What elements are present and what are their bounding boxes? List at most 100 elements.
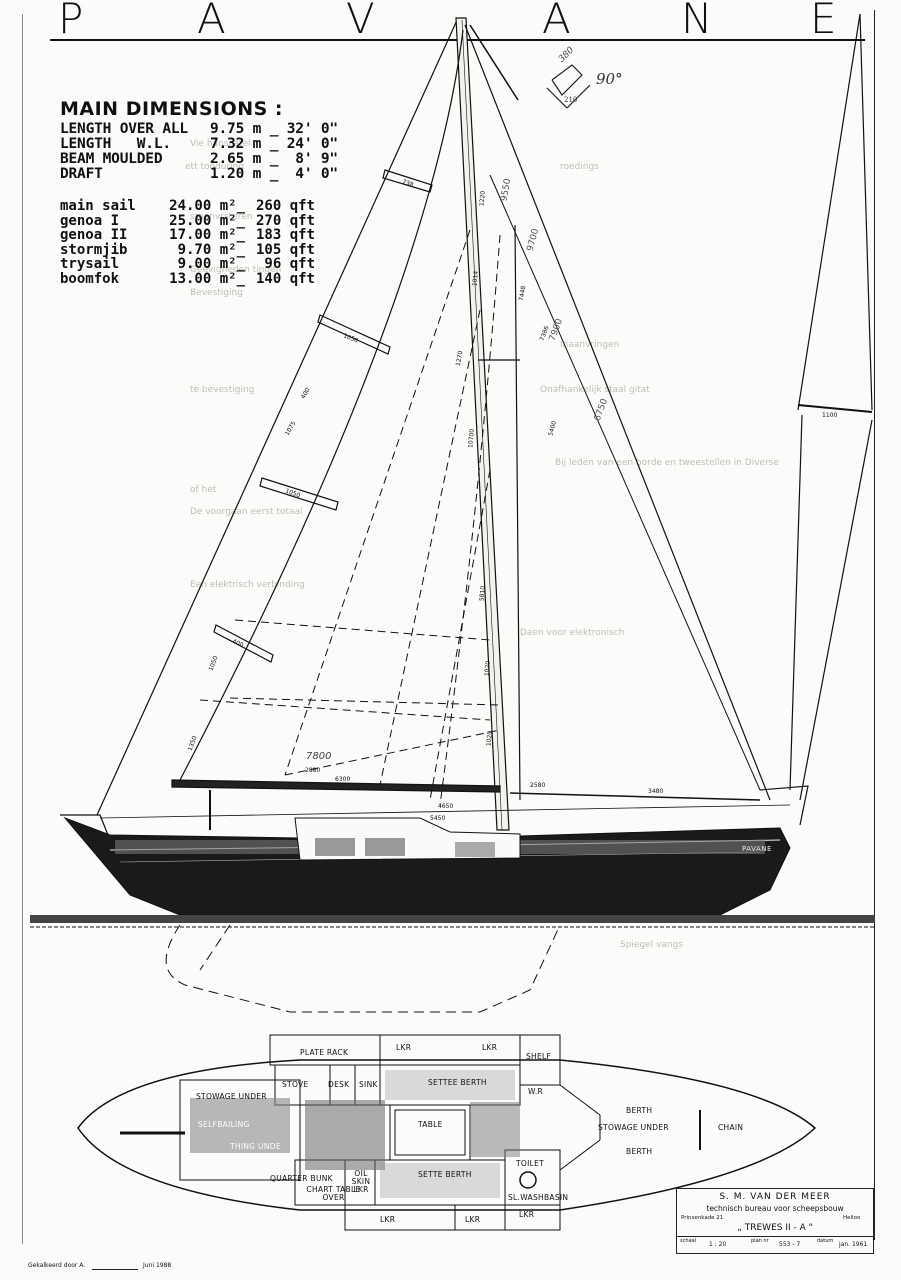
masthead-crane: [469, 24, 519, 101]
sail-qft: 96 qft: [264, 256, 315, 272]
toilet-symbol: [519, 1171, 537, 1189]
ghost-text-0: Vie hanscatel: [190, 139, 251, 149]
ghost-text-10: of het: [190, 485, 217, 495]
sail-qft: 260 qft: [255, 198, 315, 214]
cockpit-hatching: [190, 1070, 520, 1198]
sail-area: 9.70 m²_: [177, 241, 245, 258]
ghost-text-2: roedings: [560, 162, 599, 172]
deck-plan-drawing: [77, 1034, 817, 1231]
rig-dim-1020b: 1020: [485, 730, 494, 747]
plan-label-lkr-bottom-2: LKR: [465, 1215, 481, 1224]
plan-label-stowage-under-left: STOWAGE UNDER: [196, 1092, 267, 1101]
handwritten-dim-side: 210: [564, 96, 578, 104]
saloon-table: [394, 1109, 466, 1156]
sail-qft: 140 qft: [255, 270, 315, 287]
title-block-city: Heiloo: [843, 1215, 861, 1221]
plan-label-sink: SINK: [359, 1080, 378, 1089]
sail-row: trysail 9.00 m²_ 96 qft: [60, 257, 315, 272]
plan-label-lkr-top-2: LKR: [482, 1043, 498, 1052]
rig-dim-5450: 5450: [430, 815, 446, 822]
ghost-text-3: staanvrsteren: [190, 212, 253, 222]
stern-pulpit: [60, 814, 111, 841]
plan-label-table: TABLE: [418, 1120, 443, 1129]
plan-nr-label: plan nr: [751, 1238, 769, 1244]
batten-1: [382, 169, 433, 193]
rig-dim-4650: 4650: [438, 803, 454, 810]
sail-qft: 105 qft: [255, 241, 315, 258]
dimension-value: 2.65 m _ 8' 9": [210, 151, 338, 167]
plan-label-thing-under: THING UNDE: [230, 1142, 281, 1151]
deck-partitions: [120, 1034, 701, 1231]
plan-label-lkr-bottom-3: LKR: [519, 1210, 535, 1219]
dimension-row: BEAM MOULDED 2.65 m _ 8' 9": [60, 152, 338, 167]
ghost-text-8: Onafhankelijk staal gitat: [540, 385, 650, 395]
cabin-port-2: [365, 838, 405, 856]
sail-label: genoa I: [60, 212, 120, 229]
sail-area: 25.00 m²_: [169, 212, 245, 229]
dimension-row: LENGTH W.L. 7.32 m _ 24' 0": [60, 137, 338, 152]
right-sail-boom: [797, 404, 873, 413]
plan-label-stove: STOVE: [282, 1080, 309, 1089]
rig-dim-1020a: 1020: [483, 660, 492, 677]
batten-3: [259, 477, 339, 511]
dimension-value: 1.20 m _ 4' 0": [210, 166, 338, 182]
ghost-text-1: ett tooduring: [185, 162, 245, 172]
sail-areas-table: main sail 24.00 m²_ 260 qft genoa I 25.0…: [60, 199, 315, 286]
sail-row: boomfok 13.00 m²_ 140 qft: [60, 270, 315, 287]
plan-label-chart-table-over: CHART TABLE OVER: [306, 1185, 361, 1202]
dimension-row: LENGTH OVER ALL 9.75 m _ 32' 0": [60, 122, 338, 137]
title-block-subtitle: technisch bureau voor scheepsbouw: [706, 1204, 844, 1213]
dimension-value: 9.75 m _ 32' 0": [210, 121, 338, 137]
rig-dim-2880: 2880: [305, 767, 321, 774]
sail-row: genoa I 25.00 m²_ 270 qft: [60, 212, 315, 229]
sail-label: genoa II: [60, 227, 128, 243]
title-letter-n: N: [681, 0, 713, 43]
title-block-firm: S. M. VAN DER MEER: [719, 1192, 831, 1202]
plan-label-berth-top: BERTH: [626, 1106, 653, 1115]
ghost-text-5: Bevestiging: [190, 288, 243, 298]
sail-label: boomfok: [60, 270, 120, 287]
dimension-label: DRAFT: [60, 166, 103, 182]
bow-pulpit: [759, 785, 809, 826]
angle-sketch: [546, 64, 591, 109]
sail-qft: 270 qft: [255, 212, 315, 229]
dimension-label: BEAM MOULDED: [60, 151, 163, 167]
plan-label-wr: W.R: [528, 1087, 544, 1096]
right-border: [874, 10, 875, 1240]
rig-dim-6300: 6300: [335, 776, 351, 783]
plan-nr-value: 553 - 7: [779, 1241, 801, 1248]
sail-plan-drawing: [30, 13, 875, 1013]
title-letter-a1: A: [197, 0, 226, 43]
ghost-text-6: Inaanvringen: [560, 340, 620, 350]
plan-label-toilet: TOILET: [516, 1159, 544, 1168]
sail-label: stormjib: [60, 241, 128, 258]
hull-name: PAVANE: [742, 845, 772, 853]
footer-traced-by: Gekalkeerd door A.: [28, 1262, 86, 1269]
sail-area: 9.00 m²_: [177, 256, 245, 272]
sail-row: stormjib 9.70 m²_ 105 qft: [60, 241, 315, 258]
plan-label-washbasin: SL.WASHBASIN: [508, 1193, 569, 1202]
plan-label-quarter-bunk: QUARTER BUNK: [270, 1174, 333, 1183]
title-letter-v: V: [346, 0, 375, 43]
ghost-text-7: te bevestiging: [190, 385, 255, 395]
datum-value: jan. 1961: [839, 1241, 868, 1248]
mainsail-leech: [179, 29, 464, 781]
sail-qft: 183 qft: [255, 227, 315, 243]
rig-dim-1100: 1100: [822, 412, 838, 419]
genoa-leech: [489, 174, 761, 791]
right-sail-luff: [797, 13, 861, 411]
rig-dim-2580: 2580: [530, 782, 546, 789]
rig-dim-5810: 5810: [478, 585, 487, 602]
sail-label: trysail: [60, 256, 120, 272]
sail-row: main sail 24.00 m²_ 260 qft: [60, 199, 315, 214]
sail-area: 13.00 m²_: [169, 270, 245, 287]
schaal-value: 1 : 20: [709, 1241, 727, 1248]
cabin-port-1: [315, 838, 355, 856]
sail-label: main sail: [60, 198, 136, 214]
rig-dim-1014: 1014: [471, 270, 480, 287]
plan-label-plate-rack: PLATE RACK: [300, 1048, 349, 1057]
plan-label-chain: CHAIN: [718, 1123, 744, 1132]
right-sail-leech: [859, 13, 873, 411]
plan-label-stowage-under-right: STOWAGE UNDER: [598, 1123, 669, 1132]
